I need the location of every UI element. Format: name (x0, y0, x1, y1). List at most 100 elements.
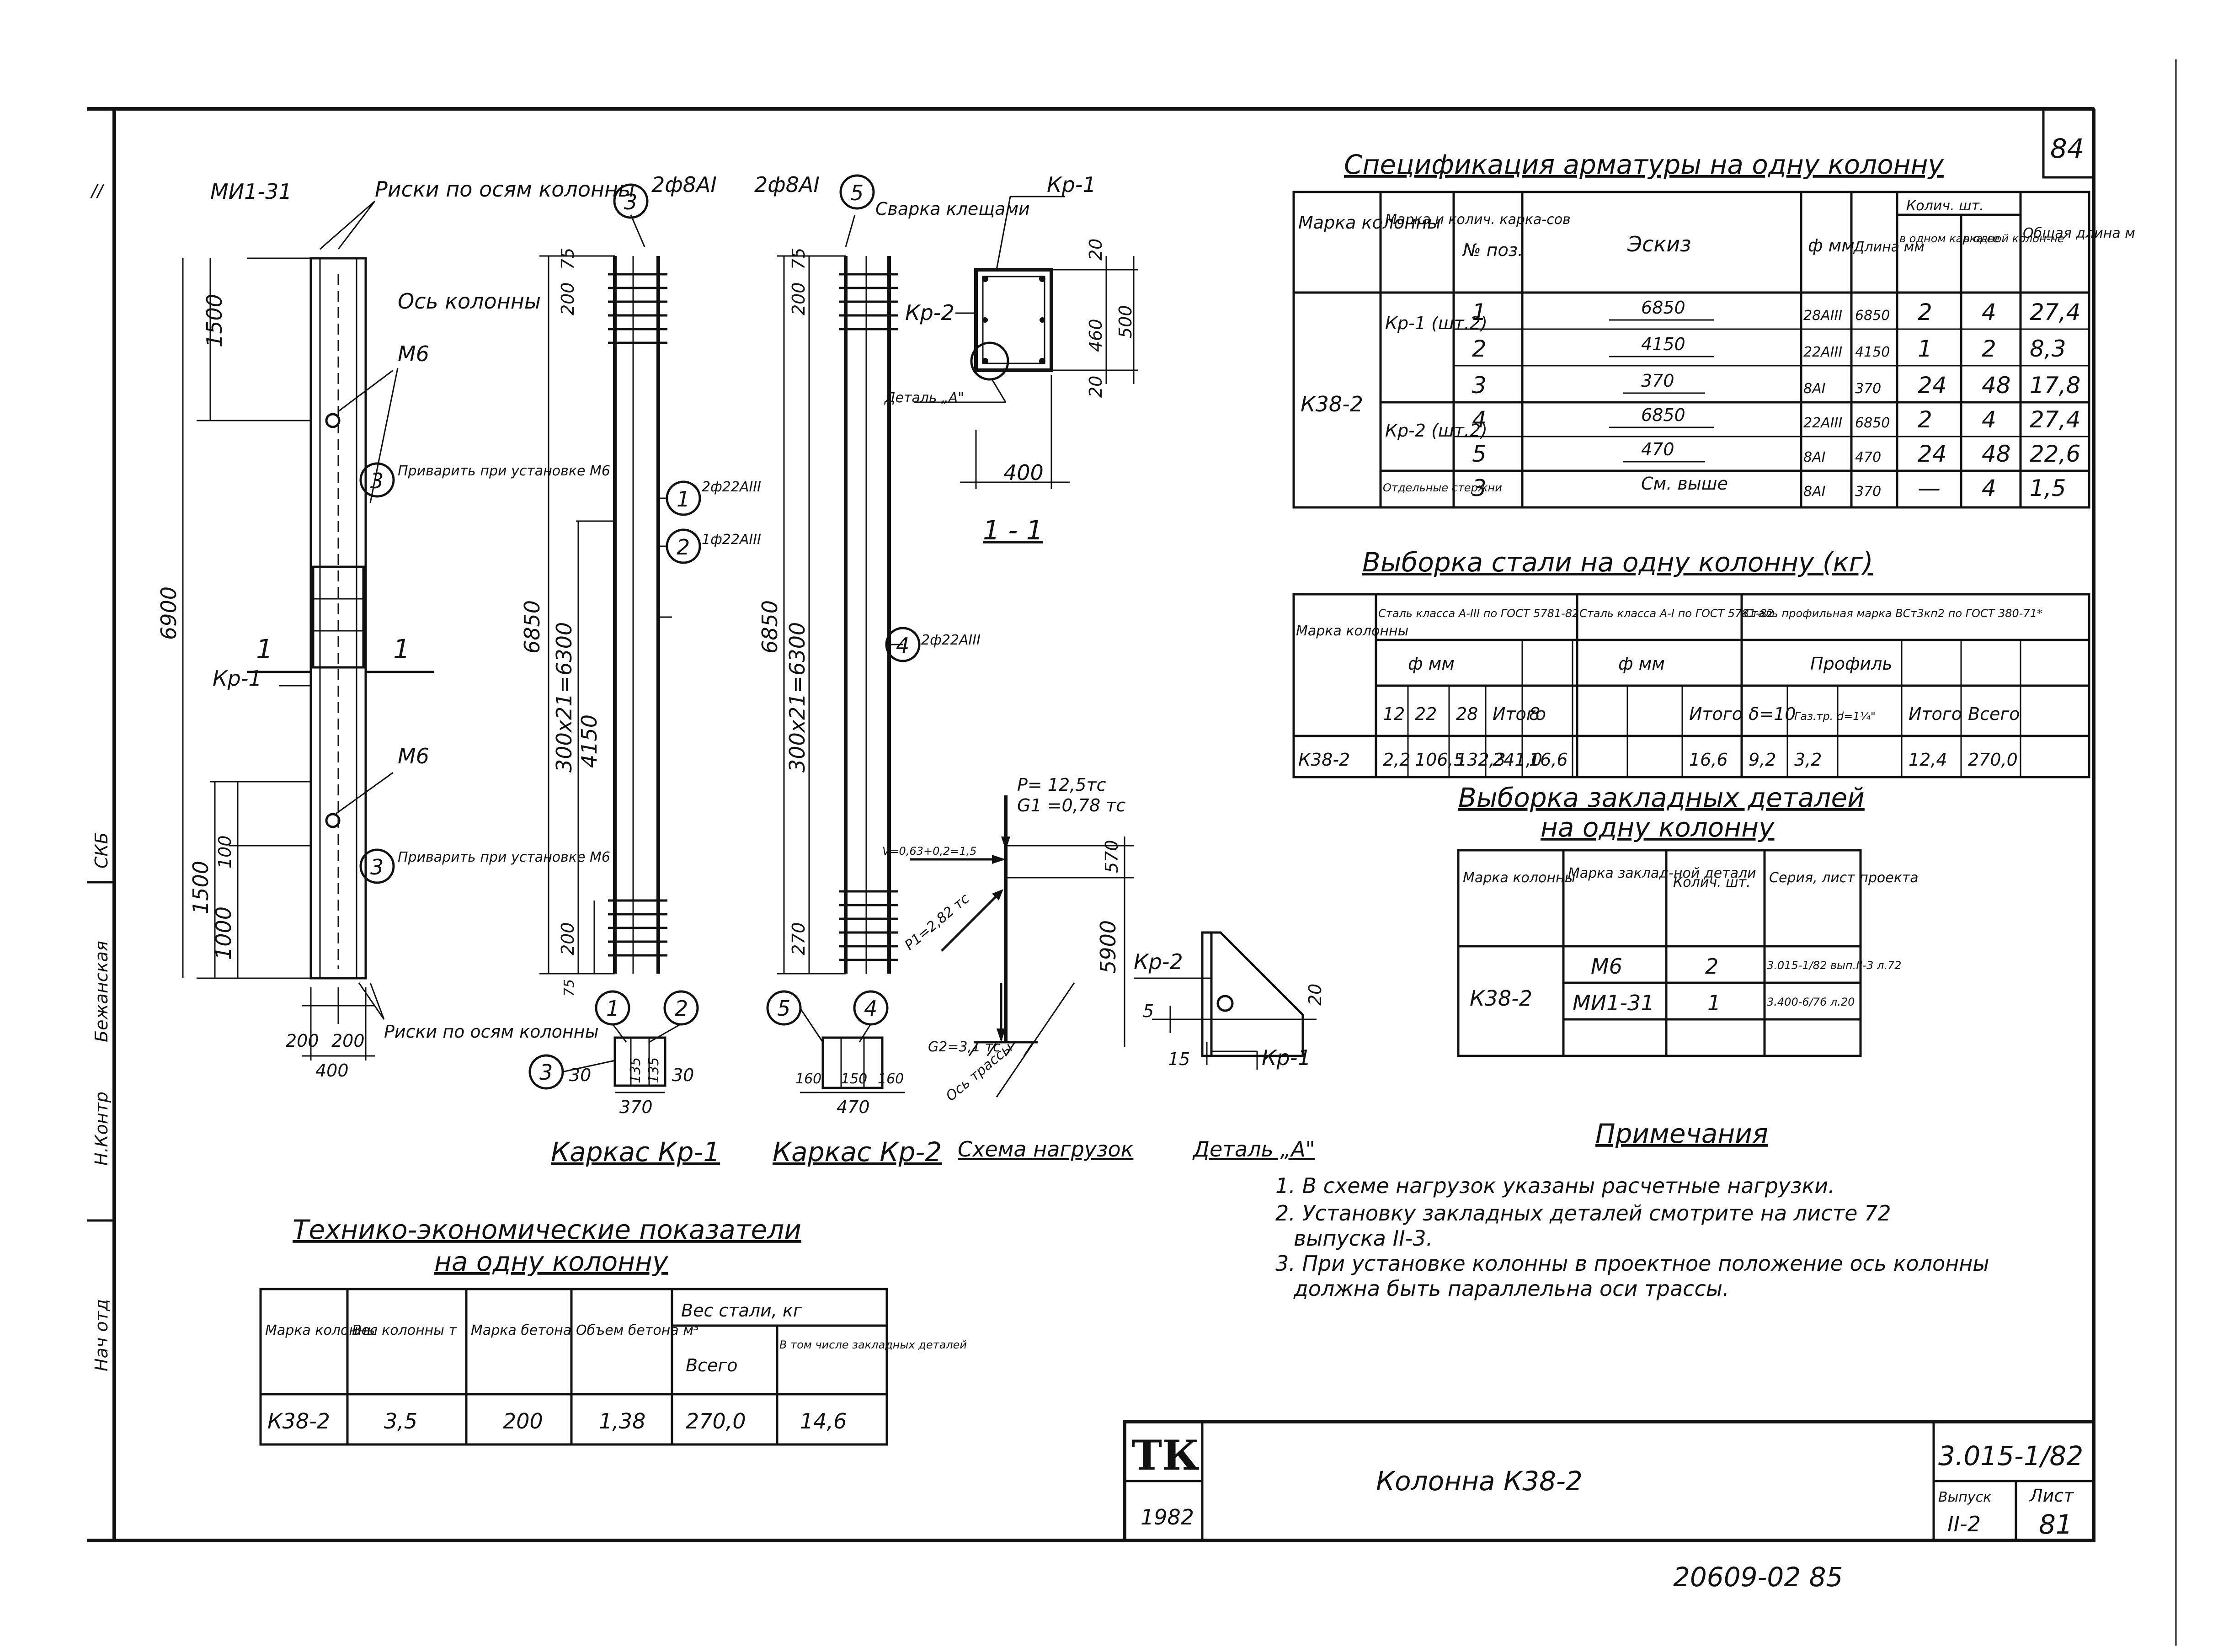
spec-h-mark: Марка колонны (1298, 213, 1441, 233)
side-stamp: // Бежанская СКБ Н.Контр Нач отд (87, 181, 114, 1371)
load-dim-5900: 5900 (1096, 920, 1120, 974)
dim-200-left: 200 (286, 1031, 319, 1051)
steel-col-header: Итого (1689, 704, 1743, 724)
steel-col-header: Итого (1493, 704, 1546, 724)
section-dim-20b: 20 (1086, 376, 1106, 398)
spec-cell-sketch: 6850 (1641, 298, 1685, 318)
spec-cell-pos: 1 (1472, 299, 1487, 325)
embed-h-qty: Колич. шт. (1673, 874, 1751, 890)
dim-100: 100 (215, 835, 235, 869)
spec-cell-pos: 2 (1472, 336, 1487, 362)
kr2-dim-270: 270 (789, 922, 809, 955)
spec-cell-len: 370 (1855, 484, 1881, 500)
spec-cell-sketch: 4150 (1641, 334, 1685, 354)
tech-h-concrete: Марка бетона (471, 1322, 571, 1338)
steel-h-a3: Сталь класса А-III по ГОСТ 5781-82 (1378, 607, 1579, 620)
spec-title: Спецификация арматуры на одну колонну (1344, 149, 1944, 180)
steel-cell: 270,0 (1968, 750, 2018, 770)
spec-h-pos: № поз. (1462, 240, 1523, 260)
section-detail-ref: Деталь „А" (884, 390, 964, 406)
spec-cell-len: 6850 (1855, 415, 1890, 431)
section-1-1-drawing (914, 196, 1138, 489)
spec-h-total: Общая длина м (2023, 225, 2135, 241)
embed-title-2: на одну колонну (1541, 812, 1775, 843)
note-2b: выпуска II-3. (1294, 1226, 1433, 1251)
svg-text:Бежанская: Бежанская (91, 941, 112, 1042)
spec-cell-n2: 2 (1982, 336, 1996, 362)
kr2-caption: Каркас Кр-2 (773, 1136, 942, 1167)
spec-cell-len: 370 (1855, 381, 1881, 397)
kr1-sec-135b: 135 (646, 1057, 662, 1083)
tech-h-mark: Марка колонны (265, 1322, 378, 1338)
section-dim-460: 460 (1086, 319, 1106, 352)
steel-cell: 9,2 (1749, 750, 1776, 770)
steel-col-header: 12 (1383, 704, 1405, 724)
kr1-sec-30a: 30 (569, 1065, 591, 1085)
spec-cell-pos: 3 (1472, 372, 1487, 399)
steel-cell: 3,2 (1794, 750, 1822, 770)
spec-h-in-frame: в одном карка-се (1899, 232, 1999, 245)
m6-bottom-label: М6 (398, 744, 429, 768)
section-label-left: 1 (256, 634, 273, 665)
spec-cell-total: 27,4 (2030, 299, 2080, 325)
spec-cell-len: 470 (1855, 449, 1881, 465)
steel-col-header: Всего (1968, 704, 2020, 724)
footer-code: 20609-02 85 (1673, 1561, 1843, 1593)
pos3-circle-bottom: 3 (370, 855, 384, 879)
steel-h-phi: ф мм (1408, 654, 1455, 674)
load-scheme-drawing (910, 795, 1134, 1098)
embed-mark: К38-2 (1470, 986, 1532, 1011)
kr2-sec-pos4: 4 (864, 996, 877, 1021)
spec-h-sketch: Эскиз (1627, 232, 1691, 256)
kr1-dim-6300: 300х21=6300 (552, 622, 576, 773)
spec-cell-d: 8АI (1803, 381, 1826, 397)
kr2-pos4: 4 (896, 633, 909, 658)
spec-cell-total: 22,6 (2030, 441, 2080, 467)
load-g1: G1 =0,78 тс (1017, 795, 1125, 815)
spec-h-len: Длина мм (1853, 239, 1925, 255)
title-block (1123, 1420, 2095, 1542)
kr1-sec-135a: 135 (628, 1057, 644, 1083)
steel-cell: 2,2 (1383, 750, 1410, 770)
kr2-dim-6850: 6850 (757, 600, 782, 654)
detail-dim-15: 15 (1168, 1049, 1190, 1069)
dim-6900: 6900 (156, 586, 181, 640)
spec-cell-sketch: 6850 (1641, 405, 1685, 425)
tech-title-2: на одну колонну (434, 1246, 668, 1277)
axes-note-bottom: Риски по осям колонны (384, 1022, 599, 1042)
kr1-pos1: 1 (677, 487, 690, 512)
load-g2: G2=3,1 тс (928, 1039, 1001, 1055)
load-p: P= 12,5тс (1017, 775, 1106, 795)
steel-h-profile: Профиль (1810, 654, 1893, 674)
spec-cell-pos: 5 (1472, 441, 1487, 467)
kr2-dim-200: 200 (789, 282, 809, 315)
tech-weight: 3,5 (384, 1409, 417, 1434)
kr1-caption: Каркас Кр-1 (551, 1136, 720, 1167)
spec-h-phi: ф мм (1808, 235, 1855, 256)
steel-col-header: 8 (1529, 704, 1540, 724)
spec-cell-len: 6850 (1855, 308, 1890, 324)
m6-top-label: М6 (398, 341, 429, 366)
kr1-top-rebar: 2ф8АI (651, 172, 717, 197)
kr2-sec-470: 470 (837, 1097, 870, 1117)
steel-col-header: δ=10 (1749, 704, 1796, 724)
load-v: V=0,63+0,2=1,5 (882, 845, 977, 858)
steel-col-header: 28 (1456, 704, 1478, 724)
spec-cell-sketch: 470 (1641, 439, 1674, 459)
pos3-circle-top: 3 (370, 469, 384, 493)
tech-concrete: 200 (503, 1409, 543, 1434)
tech-title-1: Технико-экономические показатели (293, 1214, 801, 1245)
page-number-box (2042, 107, 2095, 179)
stamp-issue-label: Выпуск (1938, 1489, 1991, 1505)
stamp-series: 3.015-1/82 (1938, 1440, 2083, 1471)
tech-h-total: Всего (686, 1355, 738, 1375)
section-dim-500: 500 (1115, 305, 1136, 338)
kr1-dim-6850: 6850 (520, 600, 544, 654)
section-kr2: Кр-2 (905, 300, 954, 325)
embed-part-2: МИ1-31 (1573, 991, 1654, 1015)
spec-h-frames: Марка и колич. карка-сов (1385, 212, 1571, 228)
embed-h-ser: Серия, лист проекта (1769, 870, 1919, 886)
steel-cell: 16,6 (1689, 750, 1728, 770)
kr1-sec-30b: 30 (672, 1065, 694, 1085)
